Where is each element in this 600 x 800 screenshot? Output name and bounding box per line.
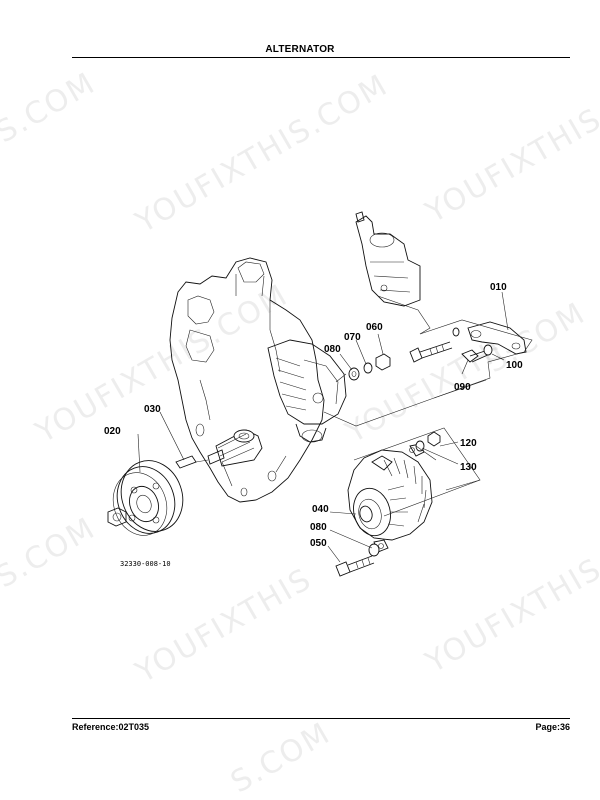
callout-010: 010 — [490, 282, 507, 293]
adjust-bolt — [409, 341, 453, 363]
footer-page: Page:36 — [535, 722, 570, 732]
water-pump — [267, 339, 347, 443]
bracket-washer — [483, 344, 493, 356]
alternator-bracket — [467, 321, 527, 355]
header-rule — [72, 57, 570, 58]
page-title: ALTERNATOR — [265, 44, 335, 55]
callout-040: 040 — [312, 504, 329, 515]
pulley-nut — [107, 507, 127, 527]
gear-case — [169, 257, 325, 503]
thermostat-housing — [355, 211, 421, 307]
callout-100: 100 — [506, 360, 523, 371]
callout-020: 020 — [104, 426, 121, 437]
nut-washer-stack — [348, 353, 391, 381]
footer-rule — [72, 718, 570, 719]
alternator — [347, 443, 433, 553]
assembly-lines — [195, 295, 533, 517]
lower-bolt — [335, 543, 380, 577]
leader-lines — [137, 291, 509, 563]
bracket-washer — [452, 327, 460, 337]
callout-130: 130 — [460, 462, 477, 473]
crankshaft — [207, 429, 263, 467]
parts-diagram: 010 020 030 040 050 060 070 080 080 090 … — [104, 211, 533, 577]
callout-080: 080 — [310, 522, 327, 533]
callout-090: 090 — [454, 382, 471, 393]
key — [175, 455, 197, 469]
callout-030: 030 — [144, 404, 161, 415]
callout-080: 080 — [324, 344, 341, 355]
callout-050: 050 — [310, 538, 327, 549]
callout-120: 120 — [460, 438, 477, 449]
figure-code: 32330-008-10 — [120, 560, 171, 568]
callout-060: 060 — [366, 322, 383, 333]
alt-nut-washer — [415, 431, 441, 452]
callout-070: 070 — [344, 332, 361, 343]
footer-reference: Reference:02T035 — [72, 722, 150, 732]
